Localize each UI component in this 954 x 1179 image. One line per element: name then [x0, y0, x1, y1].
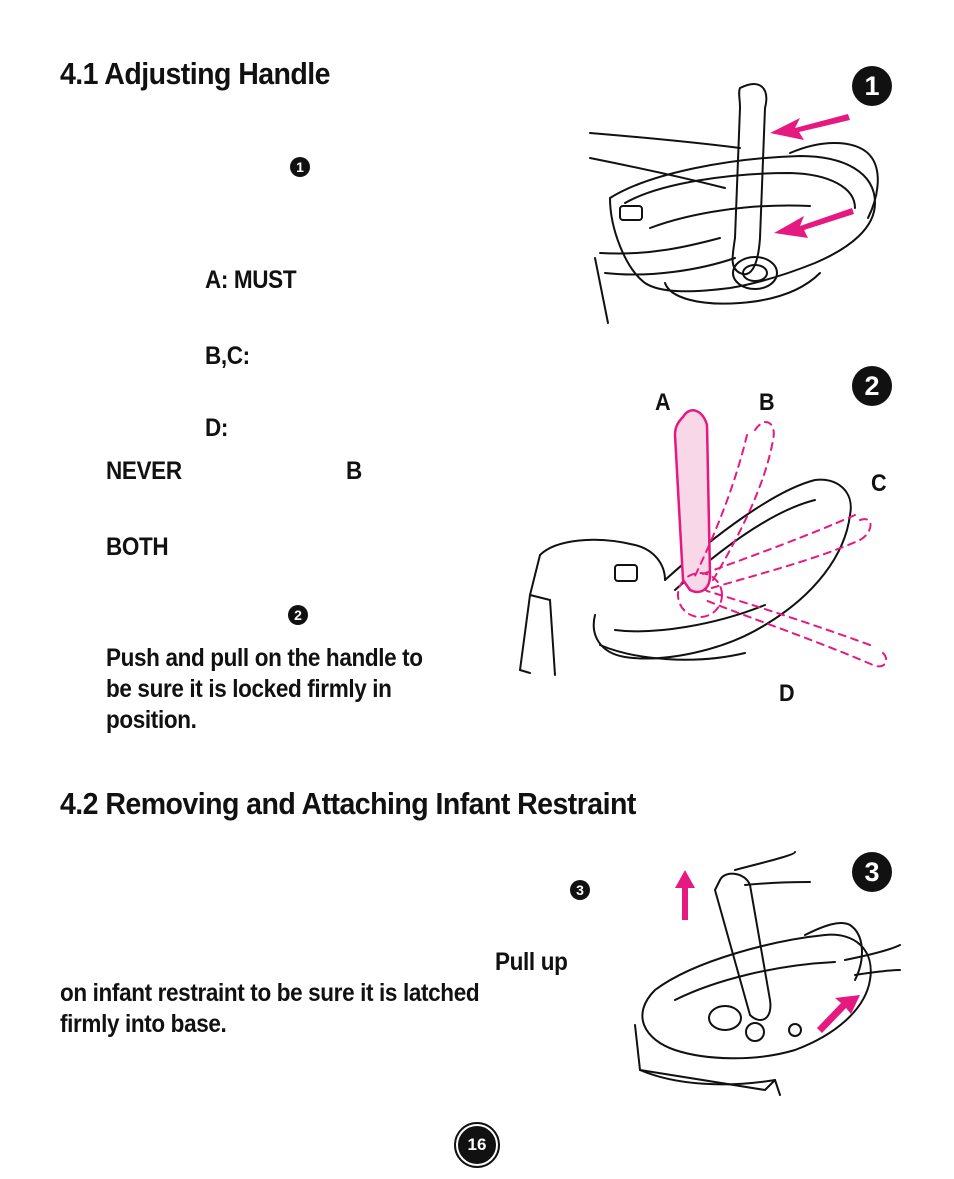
push-pull-line-2: be sure it is locked firmly in: [106, 675, 392, 703]
push-pull-line-1: Push and pull on the handle to: [106, 644, 423, 672]
figure-1-badge: 1: [852, 66, 892, 106]
figure-2-illustration: [519, 409, 888, 676]
step-ref-badge-2: 2: [288, 605, 308, 625]
push-pull-line-3: position.: [106, 706, 197, 734]
figure-3-illustration: [634, 851, 901, 1096]
section-heading-removing-attaching: 4.2 Removing and Attaching Infant Restra…: [60, 786, 636, 821]
pull-up-line-3: firmly into base.: [60, 1010, 227, 1038]
pull-up-line-1: Pull up: [495, 948, 568, 976]
figure-2-label-c: C: [871, 470, 887, 497]
section-heading-adjusting-handle: 4.1 Adjusting Handle: [60, 56, 331, 91]
figure-2-label-a: A: [655, 389, 671, 416]
figure-2-label-b: B: [759, 389, 775, 416]
never-warning-text: NEVER: [106, 457, 182, 485]
figure-2-badge: 2: [852, 366, 892, 406]
both-text: BOTH: [106, 533, 169, 561]
position-bc-text: B,C:: [205, 342, 250, 370]
step-ref-badge-1: 1: [290, 157, 310, 177]
step-ref-badge-3: 3: [570, 880, 590, 900]
never-position-b-text: B: [346, 457, 362, 485]
pull-up-line-2: on infant restraint to be sure it is lat…: [60, 979, 480, 1007]
figure-3-badge: 3: [852, 852, 892, 892]
figure-1-illustration: [589, 83, 879, 324]
position-d-text: D:: [205, 414, 229, 442]
page-number-badge: 16: [454, 1122, 500, 1168]
figure-2-label-d: D: [779, 680, 795, 707]
position-a-text: A: MUST: [205, 266, 297, 294]
